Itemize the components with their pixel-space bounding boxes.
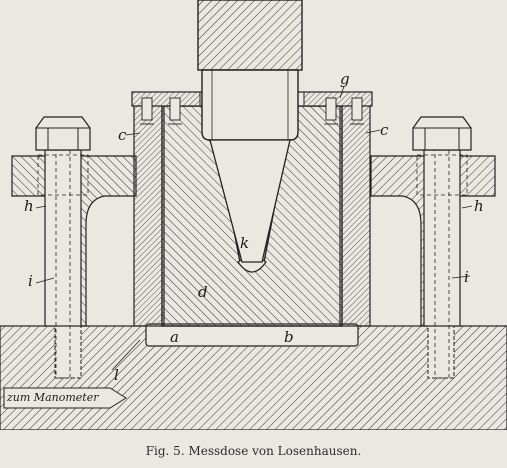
figure-drawing: a b c c d g h h i i k l zum Manometer (0, 0, 507, 431)
housing-right-wall (339, 97, 371, 327)
manometer-arrow-tag (3, 387, 127, 409)
label-h-left: h (24, 197, 34, 215)
cone-plunger (209, 139, 291, 263)
label-k: k (240, 234, 250, 252)
upper-ram (197, 0, 303, 71)
label-i-left: i (28, 272, 33, 290)
ram-collar (201, 69, 299, 141)
right-bolt-nut (412, 116, 472, 151)
label-g: g (340, 70, 350, 88)
label-b: b (284, 328, 294, 346)
label-d: d (198, 283, 208, 301)
label-a: a (170, 328, 179, 346)
figure-caption: Fig. 5. Messdose von Losenhausen. (145, 444, 362, 458)
housing-left-wall (133, 97, 165, 327)
left-bolt-shank (44, 149, 82, 327)
label-h-right: h (474, 197, 484, 215)
right-bolt-hole (427, 325, 455, 379)
right-bolt-shank (423, 149, 461, 327)
technical-drawing (0, 0, 507, 431)
label-c-left: c (118, 126, 127, 144)
label-c-right: c (380, 121, 389, 139)
label-i-right: i (464, 268, 469, 286)
ring-screws (140, 97, 364, 125)
label-l: l (114, 366, 119, 384)
manometer-label: zum Manometer (7, 391, 99, 404)
left-bolt-hole (54, 325, 82, 379)
left-bolt-nut (35, 116, 91, 151)
